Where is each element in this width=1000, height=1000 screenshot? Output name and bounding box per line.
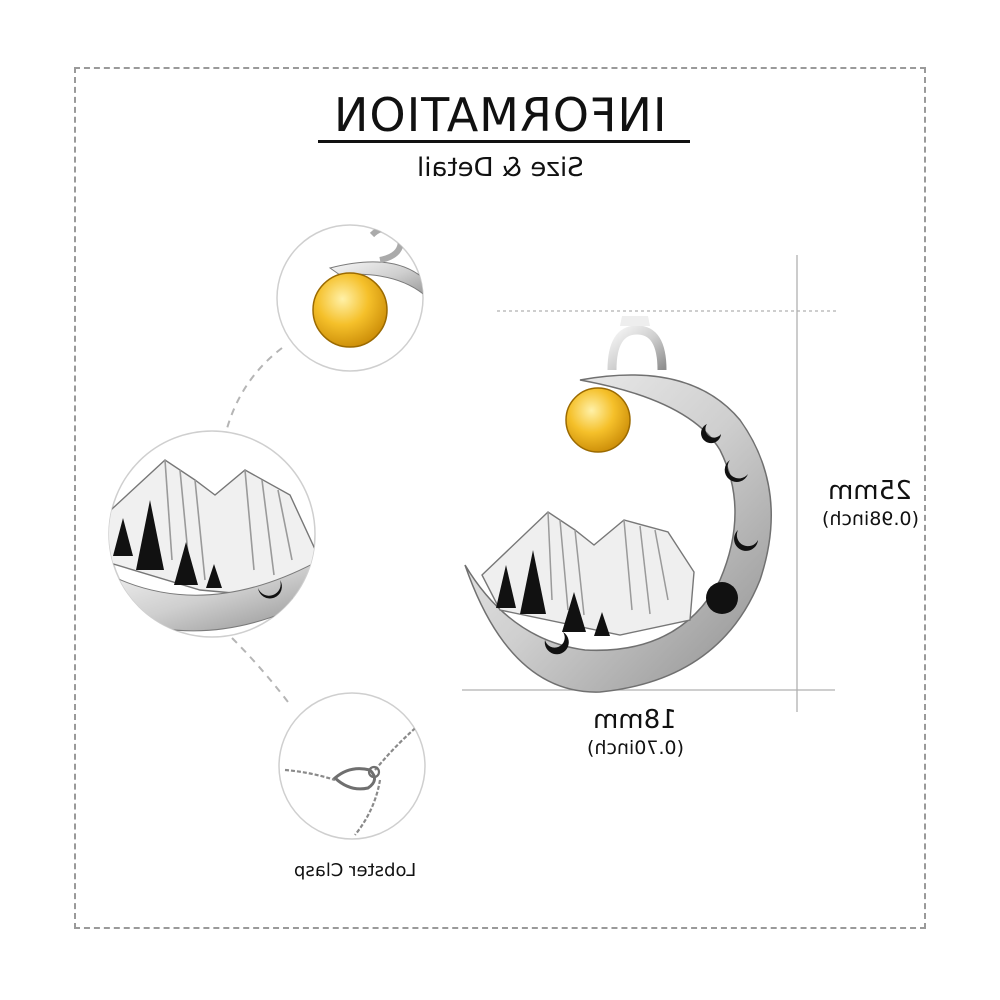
title-underline	[318, 140, 690, 143]
full-moon	[706, 582, 738, 614]
clasp-caption-text: Lobster Clasp	[293, 860, 417, 881]
chain	[354, 779, 382, 836]
crescent-moon	[544, 632, 569, 655]
connector-lines	[225, 347, 289, 703]
dimension-lines	[462, 255, 838, 712]
width-dimension-label: 18mm (0.70inch)	[560, 705, 710, 759]
detail-circle-clasp	[278, 692, 426, 840]
width-inch: (0.70inch)	[586, 737, 684, 759]
detail-circle-sun	[276, 224, 424, 372]
pine-tree	[496, 550, 610, 636]
chain	[374, 719, 425, 771]
pendant-illustration	[464, 316, 772, 693]
chain	[284, 768, 336, 782]
width-mm: 18mm	[593, 705, 677, 735]
crescent-body	[464, 374, 772, 693]
height-mm: 25mm	[828, 476, 912, 506]
sun-bead	[565, 387, 631, 453]
moon-phases	[544, 424, 758, 664]
bail-loop	[607, 325, 667, 371]
mountain	[481, 511, 695, 636]
height-inch: (0.98inch)	[821, 508, 919, 530]
crescent-moon	[734, 530, 758, 551]
clasp-caption: Lobster Clasp	[270, 860, 440, 881]
detail-circle-mountains	[108, 430, 316, 638]
dashed-frame	[74, 67, 926, 929]
lobster-clasp	[332, 767, 376, 791]
crescent-moon	[701, 424, 721, 444]
height-dimension-label: 25mm (0.98inch)	[800, 476, 940, 530]
crescent-moon	[724, 460, 748, 482]
